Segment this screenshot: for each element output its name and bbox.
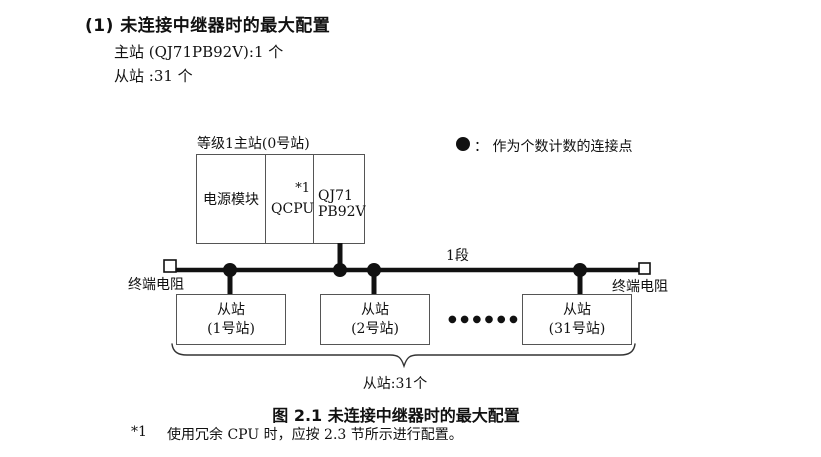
connection-dot — [333, 263, 347, 277]
pb-module-cell: QJ71 PB92V — [314, 155, 366, 243]
slave-name: 从站 — [563, 301, 591, 318]
ellipsis-dots: ●●●●●● — [448, 314, 522, 325]
pb-module-name-line1: QJ71 — [318, 188, 353, 204]
pb-module-name-line2: PB92V — [318, 204, 366, 220]
power-module-cell: 电源模块 — [197, 155, 266, 243]
slave-group-brace — [171, 343, 636, 369]
slave-station-box-2: 从站 (2号站) — [320, 294, 430, 345]
connection-dot — [223, 263, 237, 277]
figure-caption: 图 2.1 未连接中继器时的最大配置 — [272, 406, 520, 425]
slave-station-number: (31号站) — [548, 320, 606, 337]
slave-station-number: (1号站) — [207, 320, 255, 337]
footnote-text: 使用冗余 CPU 时，应按 2.3 节所示进行配置。 — [167, 427, 463, 443]
connection-dot — [573, 263, 587, 277]
terminator-right-label: 终端电阻 — [612, 279, 668, 295]
terminator-right-icon — [638, 262, 651, 275]
section-title: (1) 未连接中继器时的最大配置 — [85, 16, 331, 36]
slave-station-box-31: 从站 (31号站) — [522, 294, 632, 345]
connection-dot — [367, 263, 381, 277]
slave-group-count-label: 从站:31个 — [362, 376, 428, 392]
master-station-label: 等级1主站(0号站) — [197, 136, 310, 152]
master-count-line: 主站 (QJ71PB92V):1 个 — [114, 43, 284, 61]
terminator-left-label: 终端电阻 — [128, 277, 184, 293]
cpu-label: QCPU — [271, 201, 315, 217]
slave-name: 从站 — [217, 301, 245, 318]
footnote-marker: *1 — [131, 424, 147, 440]
slave-station-box-1: 从站 (1号站) — [176, 294, 286, 345]
slave-count-line: 从站 :31 个 — [114, 67, 193, 85]
slave-name: 从站 — [361, 301, 389, 318]
terminator-left-icon — [163, 259, 177, 273]
cpu-cell: *1 QCPU — [266, 155, 314, 243]
segment-label: 1段 — [446, 248, 469, 264]
slave-station-number: (2号站) — [351, 320, 399, 337]
legend-label: ： 作为个数计数的连接点 — [474, 139, 633, 155]
power-module-label: 电源模块 — [203, 192, 259, 208]
master-station-box: 电源模块 *1 QCPU QJ71 PB92V — [196, 154, 366, 244]
legend-connection-dot-icon — [456, 137, 470, 151]
cpu-footnote-ref: *1 — [295, 181, 310, 196]
